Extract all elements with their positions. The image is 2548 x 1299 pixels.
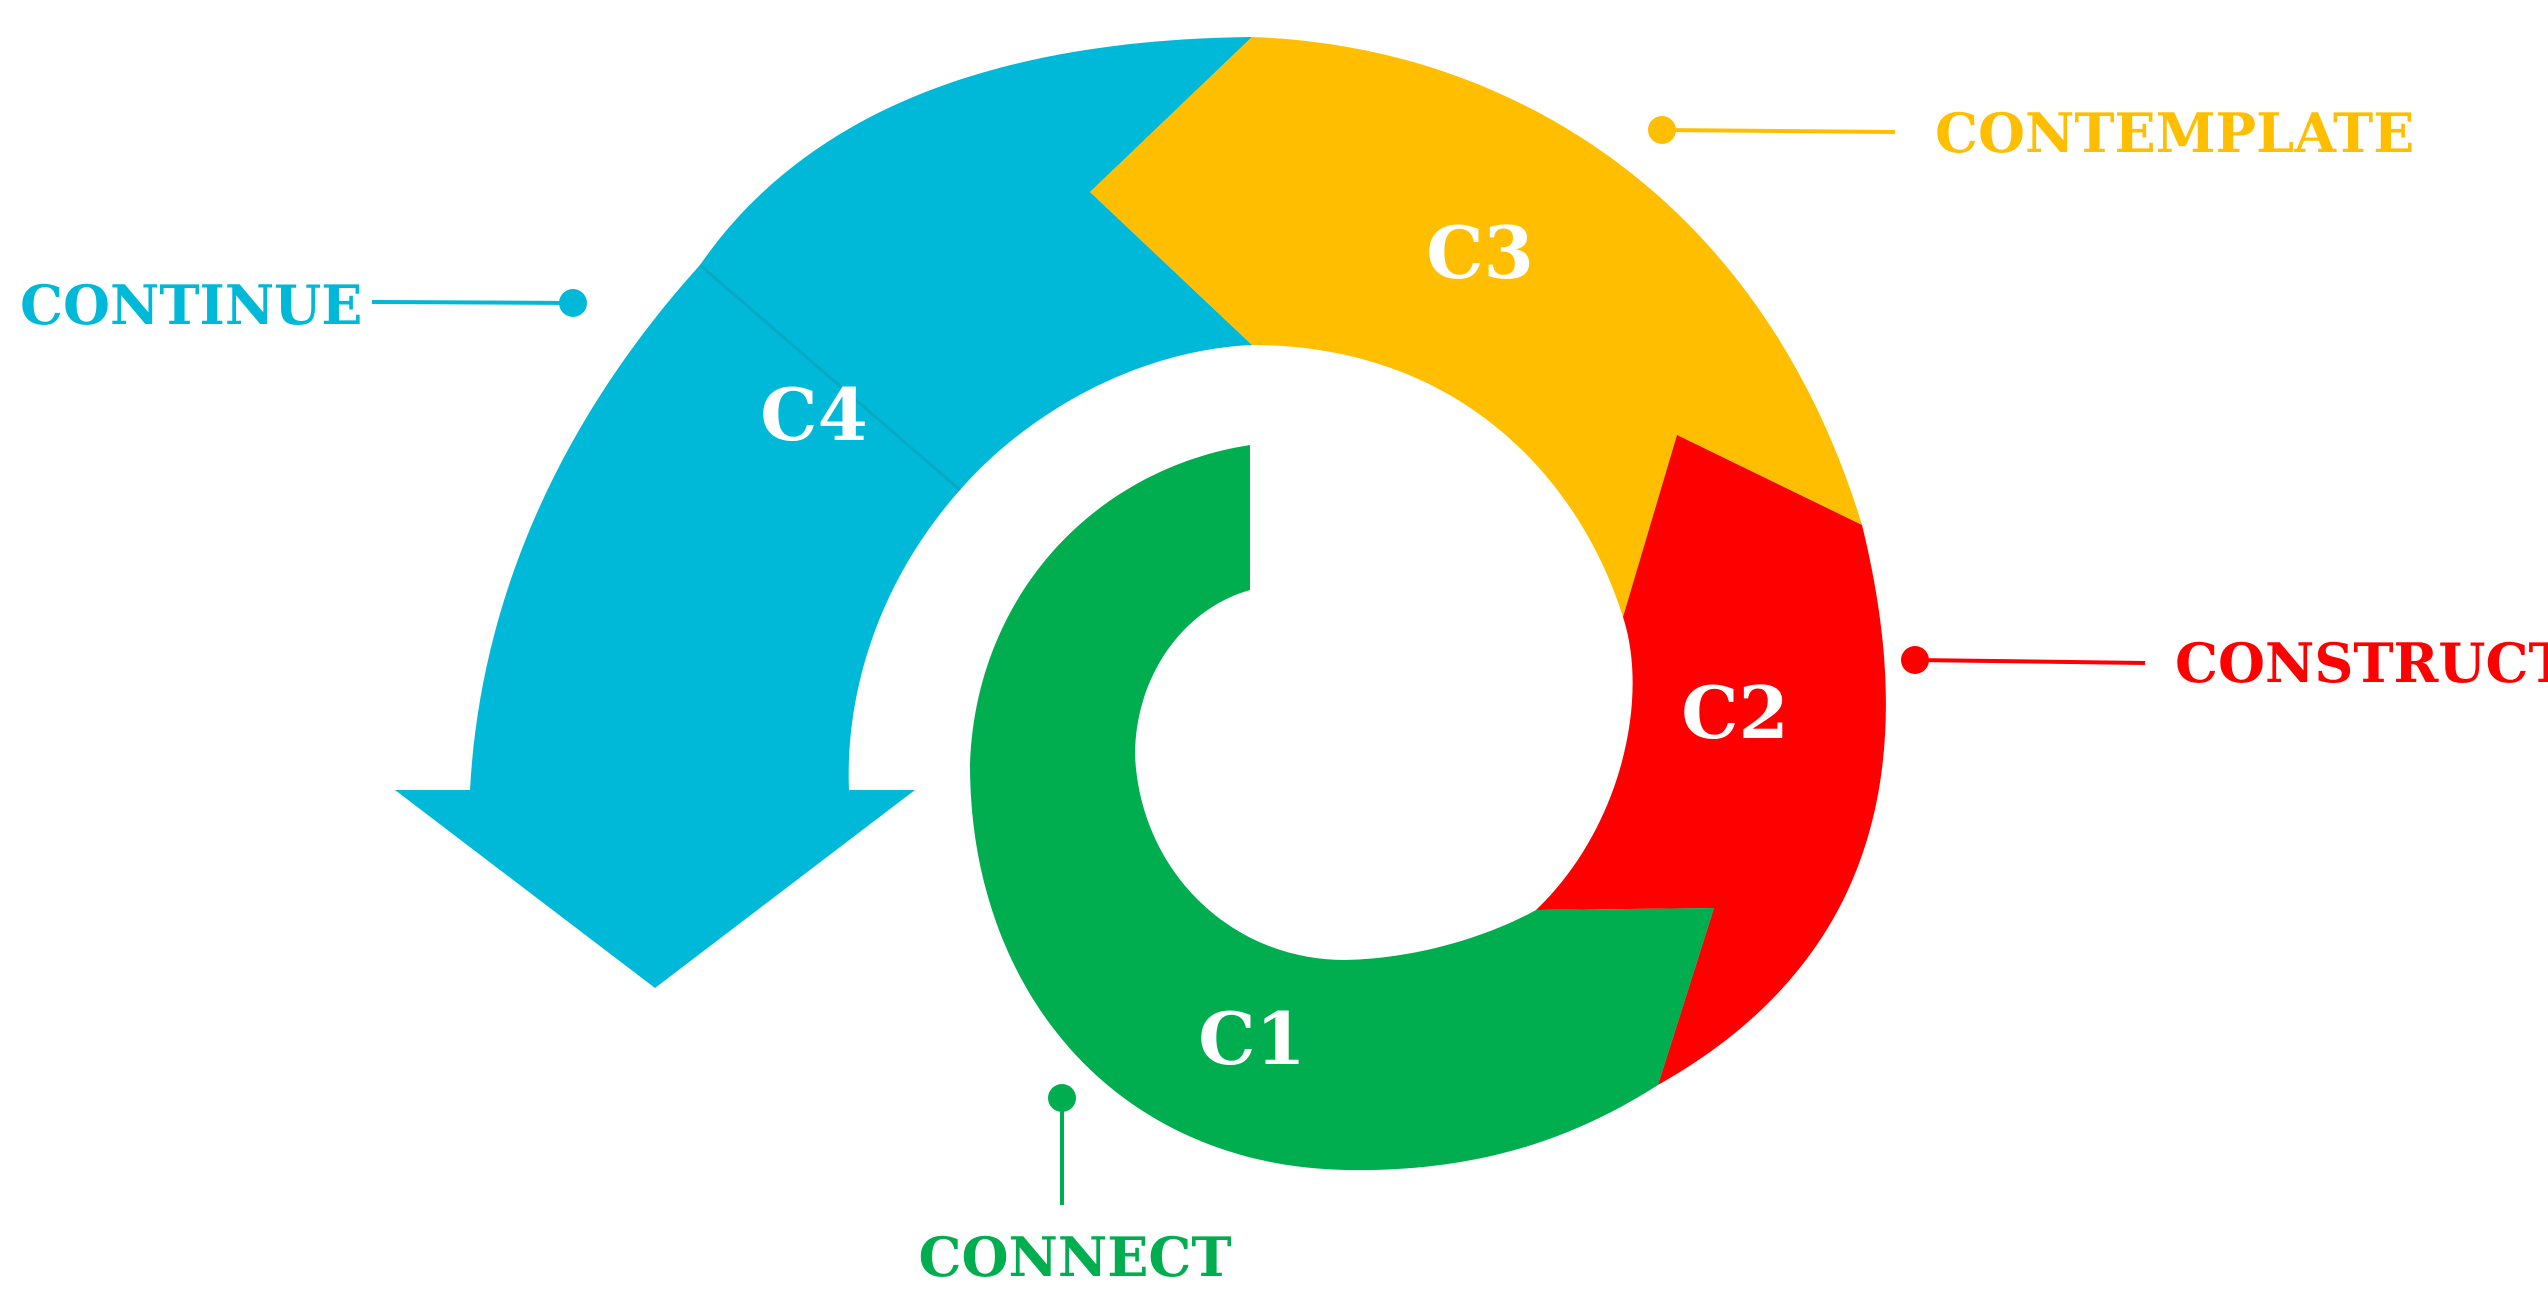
c1-segment bbox=[970, 445, 1714, 1171]
c2-segment bbox=[1536, 435, 1886, 1085]
c4-segment bbox=[395, 37, 1252, 988]
c1-label: C1 bbox=[1198, 996, 1305, 1081]
continue-callout-line bbox=[371, 300, 574, 305]
contemplate-callout-line bbox=[1661, 128, 1896, 134]
contemplate-callout: CONTEMPLATE bbox=[1648, 101, 2414, 165]
connect-callout: CONNECT bbox=[918, 1084, 1232, 1289]
c4-seam-line bbox=[699, 263, 961, 492]
continue-callout: CONTINUE bbox=[20, 273, 587, 337]
continue-callout-label: CONTINUE bbox=[20, 273, 362, 337]
c4-label: C4 bbox=[760, 372, 867, 457]
contemplate-callout-label: CONTEMPLATE bbox=[1935, 101, 2414, 165]
construct-callout: CONSTRUCT bbox=[1901, 631, 2548, 695]
connect-callout-label: CONNECT bbox=[918, 1225, 1231, 1289]
construct-callout-label: CONSTRUCT bbox=[2175, 631, 2548, 695]
c3-label: C3 bbox=[1426, 210, 1533, 295]
construct-callout-line bbox=[1914, 658, 2146, 665]
c2-label: C2 bbox=[1681, 670, 1788, 755]
c3-segment bbox=[1090, 37, 1862, 617]
